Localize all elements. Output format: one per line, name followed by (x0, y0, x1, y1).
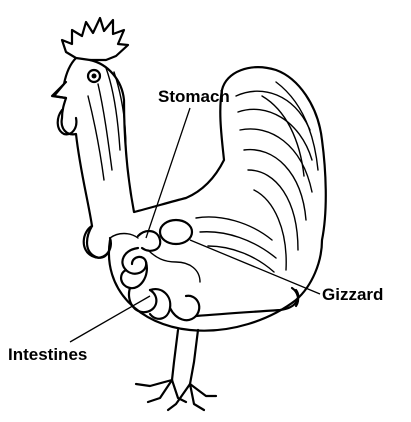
stomach (138, 231, 160, 251)
wing-feathers (196, 217, 276, 272)
rooster-beak (52, 82, 66, 98)
legs (136, 330, 216, 410)
tail-feathers (236, 82, 318, 270)
esophagus (110, 234, 138, 239)
intestines (121, 248, 298, 320)
stomach-label: Stomach (158, 87, 230, 106)
gizzard-label: Gizzard (322, 285, 383, 304)
intestines-leader-line (70, 296, 150, 342)
rooster-comb (62, 18, 128, 60)
gizzard-leader-line (190, 240, 320, 294)
intestines-label: Intestines (8, 345, 87, 364)
stomach-leader-line (146, 108, 190, 238)
gizzard (160, 220, 192, 244)
rooster-pupil (92, 74, 97, 79)
